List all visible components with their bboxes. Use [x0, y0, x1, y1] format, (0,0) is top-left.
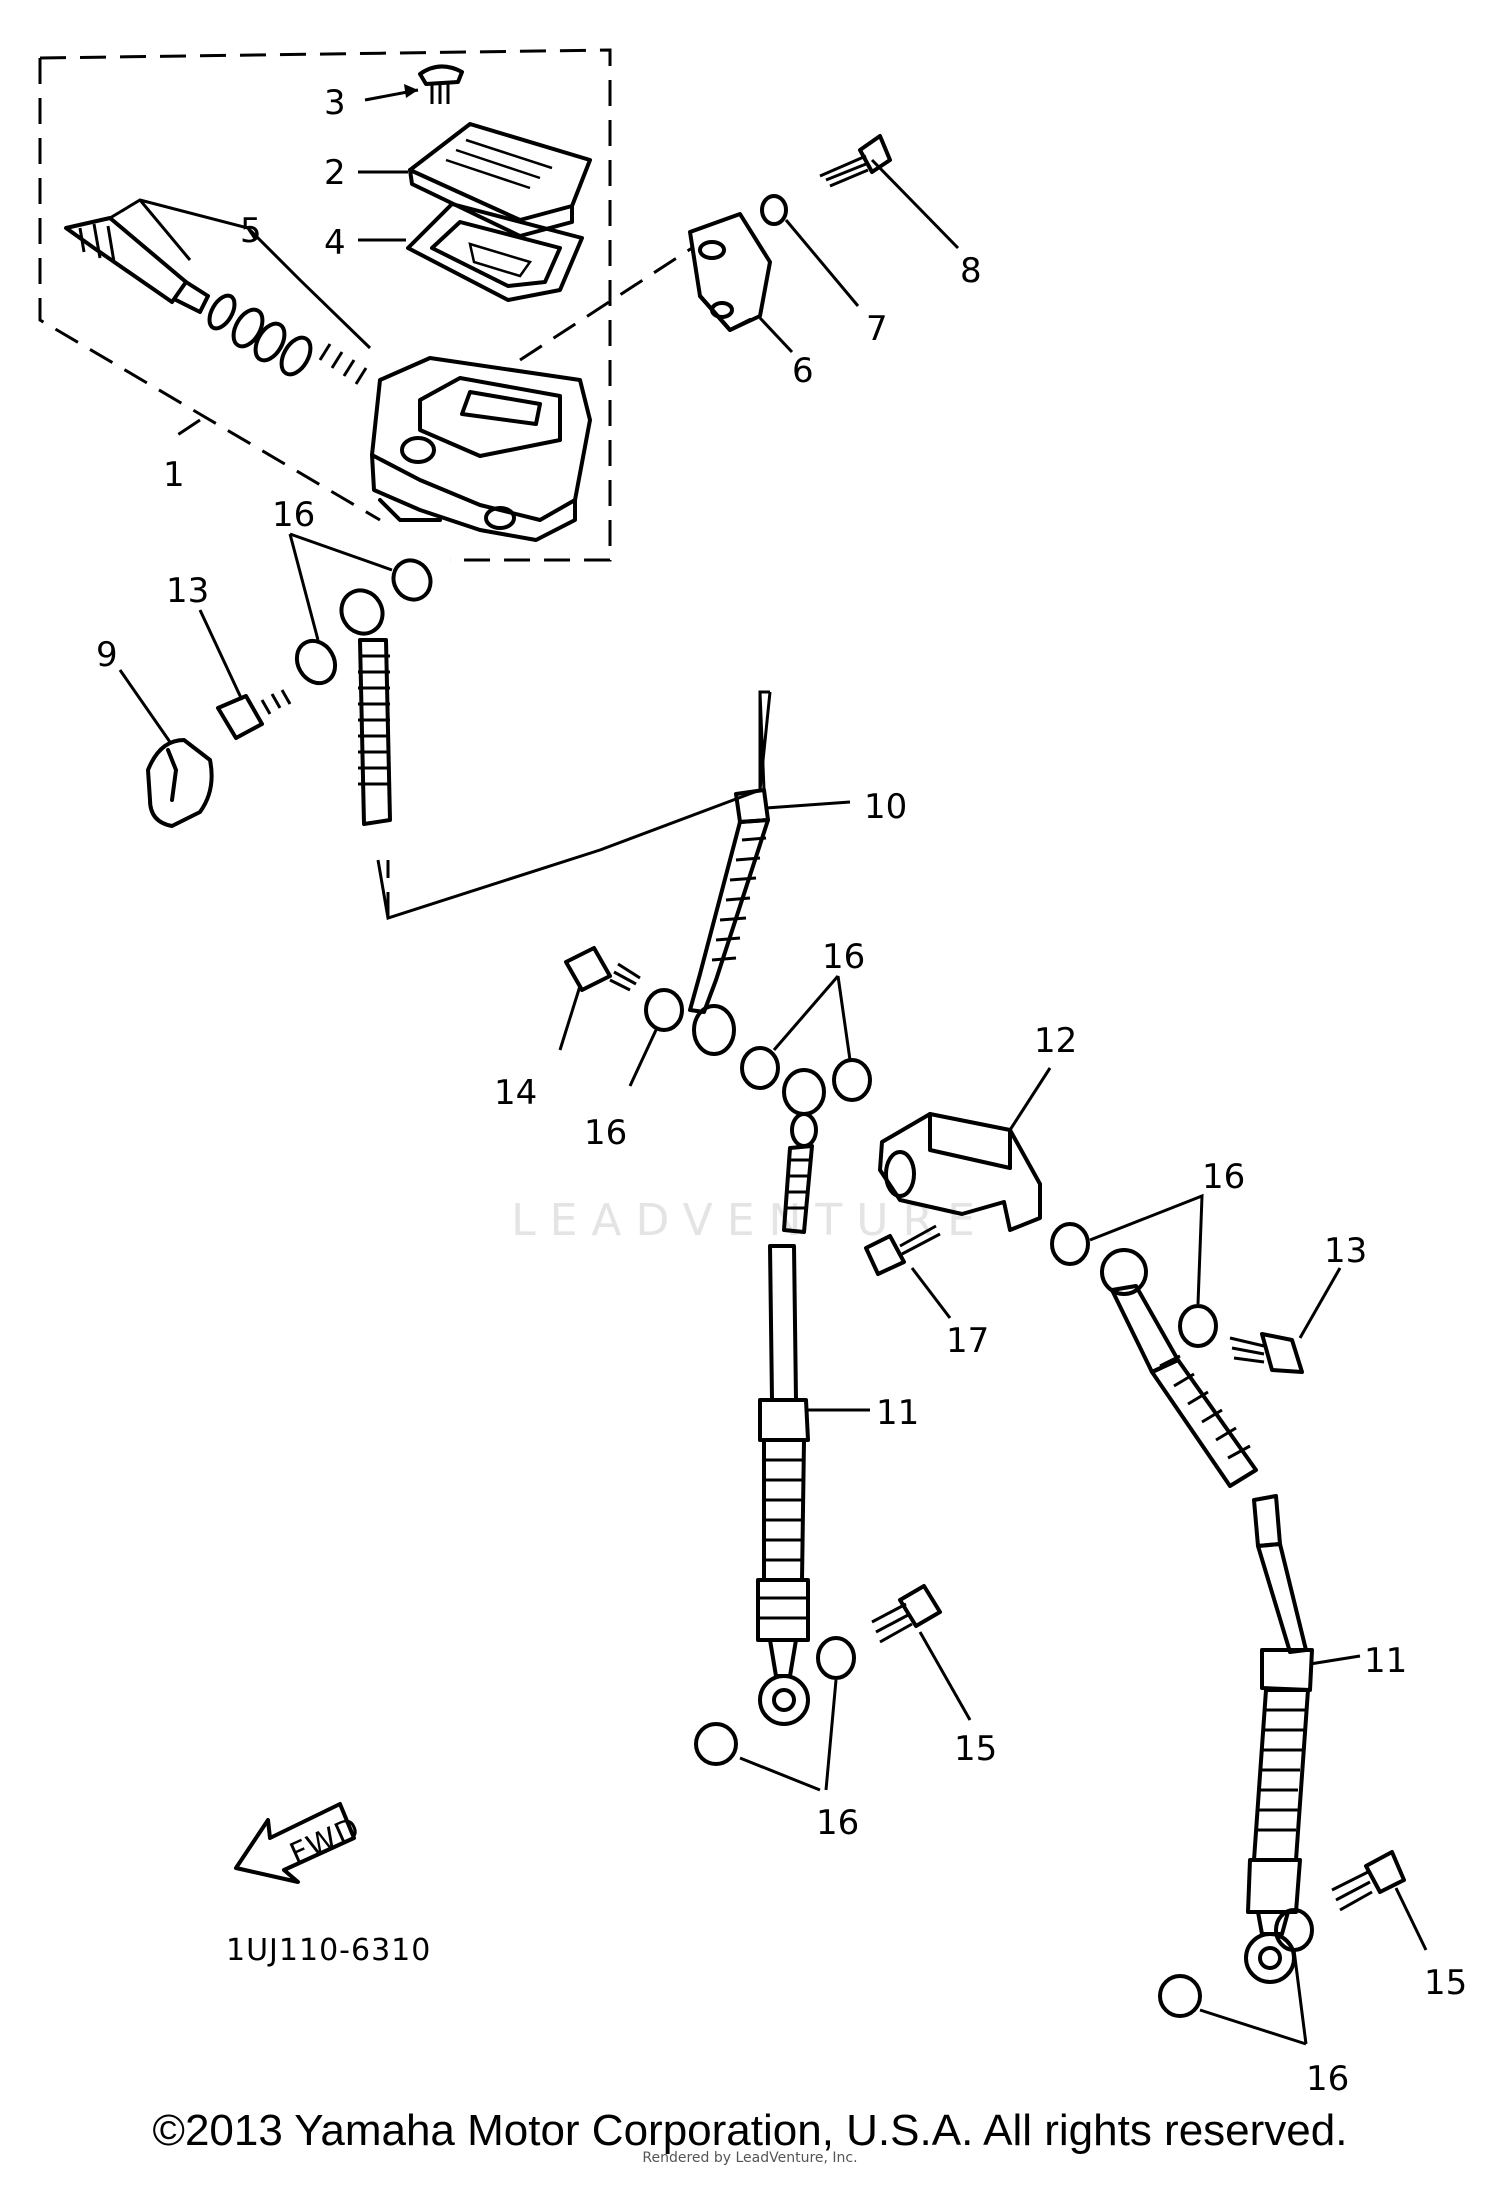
callout-10: 10 — [864, 787, 907, 827]
diaphragm-part-4 — [358, 202, 584, 302]
washers-part-16-lower-right — [1158, 1908, 1314, 2046]
hose-fitting-middle — [782, 1068, 826, 1234]
fwd-arrow: FWD — [234, 1802, 366, 1884]
lever-holder-part-6 — [688, 212, 794, 354]
three-way-joint-part-12 — [878, 1067, 1052, 1232]
washers-part-16-lower-left — [694, 1636, 856, 1792]
callout-15-left: 15 — [954, 1729, 997, 1769]
callout-16-c: 16 — [584, 1113, 627, 1153]
callout-8: 8 — [960, 251, 982, 291]
callout-9: 9 — [96, 635, 118, 675]
callout-16-d: 16 — [1202, 1157, 1245, 1197]
callout-14: 14 — [494, 1073, 537, 1113]
boot-part-9 — [118, 669, 214, 828]
callout-5: 5 — [240, 211, 262, 251]
callout-11-right: 11 — [1364, 1641, 1407, 1681]
callout-11-left: 11 — [876, 1393, 919, 1433]
diagram-code: 1UJ110-6310 — [226, 1933, 431, 1968]
callout-13-right: 13 — [1324, 1231, 1367, 1271]
union-bolt-part-15-left — [871, 1584, 972, 1721]
callout-1: 1 — [163, 455, 185, 495]
reservoir-cap-part-2 — [358, 122, 592, 238]
screw-part-3 — [364, 64, 464, 104]
callout-16-f: 16 — [1306, 2059, 1349, 2099]
union-bolt-part-13-upper — [198, 609, 292, 740]
callout-16-a: 16 — [272, 495, 315, 535]
union-bolt-part-13-right — [1229, 1267, 1342, 1374]
washers-part-16-upper — [288, 532, 433, 686]
callout-2: 2 — [324, 153, 346, 193]
callout-15-right: 15 — [1424, 1963, 1467, 2003]
fwd-label: FWD — [285, 1811, 366, 1873]
brake-hose-part-10 — [688, 788, 851, 1056]
callout-4: 4 — [324, 223, 346, 263]
rendered-by-note: Rendered by LeadVenture, Inc. — [642, 2150, 858, 2166]
callout-16-b: 16 — [822, 937, 865, 977]
callout-7: 7 — [866, 309, 888, 349]
nut-part-7 — [760, 194, 860, 307]
callout-16-e: 16 — [816, 1803, 859, 1843]
union-bolt-part-14 — [558, 946, 641, 1051]
callout-6: 6 — [792, 351, 814, 391]
connection-lines-part-10 — [376, 690, 772, 920]
watermark-text: LEADVENTURE — [511, 1195, 989, 1246]
callout-13-upper: 13 — [166, 571, 209, 611]
brake-hose-part-11-left — [756, 1244, 870, 1726]
hose-fitting-upper — [339, 588, 392, 826]
assembly-box — [38, 48, 612, 562]
copyright-notice: ©2013 Yamaha Motor Corporation, U.S.A. A… — [152, 2106, 1348, 2155]
washers-part-16-middle — [628, 975, 872, 1102]
washers-part-16-right — [1050, 1193, 1218, 1348]
hose-fitting-right — [1100, 1248, 1258, 1488]
bolt-part-8 — [819, 134, 960, 250]
callout-12: 12 — [1034, 1021, 1077, 1061]
master-cylinder-body — [370, 246, 693, 542]
union-bolt-part-15-right — [1331, 1850, 1428, 1951]
bolt-part-17 — [864, 1224, 952, 1319]
callout-3: 3 — [324, 83, 346, 123]
piston-kit-part-5 — [64, 198, 372, 385]
callouts: 1 2 3 4 5 6 7 8 9 10 11 11 12 13 13 14 1… — [96, 83, 1467, 2099]
callout-17: 17 — [946, 1321, 989, 1361]
